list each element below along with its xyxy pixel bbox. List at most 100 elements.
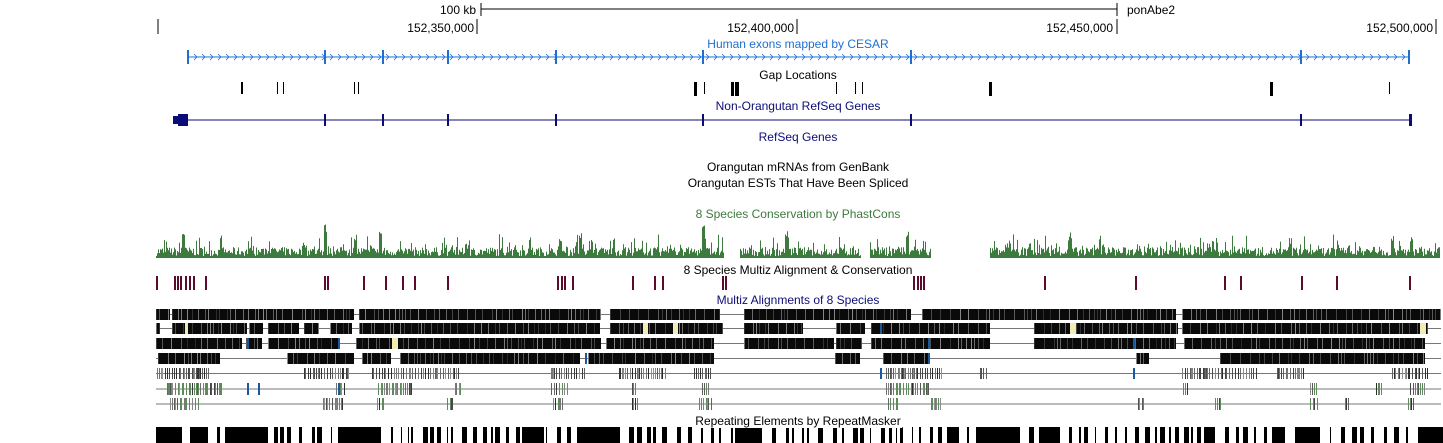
alignment-column — [1109, 323, 1110, 334]
alignment-column — [1243, 368, 1244, 379]
strand-arrow — [489, 53, 494, 61]
alignment-column — [168, 383, 169, 395]
alignment-column — [694, 368, 695, 379]
alignment-column — [928, 383, 929, 395]
alignment-column — [165, 368, 166, 379]
repeat-element — [860, 427, 864, 443]
strand-arrow — [593, 53, 598, 61]
alignment-column — [324, 368, 325, 379]
alignment-column — [219, 309, 220, 320]
alignment-column — [393, 323, 394, 334]
alignment-column — [1393, 309, 1394, 320]
track-title-cesar[interactable]: Human exons mapped by CESAR — [707, 37, 889, 51]
alignment-column — [161, 368, 162, 379]
repeat-element — [331, 427, 332, 443]
alignment-column — [509, 309, 510, 320]
alignment-column — [914, 353, 915, 364]
alignment-column — [1395, 368, 1396, 379]
alignment-column — [692, 338, 693, 349]
alignment-column — [906, 309, 907, 320]
alignment-column — [181, 398, 182, 410]
track-title-multiz-cons[interactable]: 8 Species Multiz Alignment & Conservatio… — [683, 263, 913, 277]
alignment-column — [1422, 338, 1423, 349]
alignment-column — [787, 309, 788, 320]
alignment-column — [239, 338, 240, 349]
track-title-mrna[interactable]: Orangutan mRNAs from GenBank — [706, 160, 890, 174]
strand-arrow — [1385, 53, 1390, 61]
alignment-column — [1321, 309, 1322, 320]
alignment-column — [1370, 353, 1371, 364]
alignment-column — [403, 383, 404, 395]
alignment-block — [268, 338, 339, 349]
alignment-column — [766, 309, 767, 320]
alignment-column — [968, 323, 969, 334]
strand-arrow — [905, 53, 910, 61]
track-title-phastcons[interactable]: 8 Species Conservation by PhastCons — [695, 207, 901, 221]
repeat-element — [1155, 427, 1157, 443]
alignment-column — [214, 383, 215, 395]
track-title-est[interactable]: Orangutan ESTs That Have Been Spliced — [687, 176, 909, 190]
alignment-column — [848, 309, 849, 320]
alignment-column — [1415, 368, 1416, 379]
alignment-column — [551, 368, 552, 379]
repeat-element — [1160, 427, 1165, 443]
alignment-column — [1258, 309, 1259, 320]
alignment-column — [1429, 309, 1430, 320]
alignment-column — [860, 323, 861, 334]
alignment-column — [424, 323, 425, 334]
alignment-column — [200, 353, 201, 364]
track-title-gap[interactable]: Gap Locations — [759, 68, 837, 82]
alignment-column — [167, 368, 168, 379]
alignment-column — [635, 368, 636, 379]
alignment-column — [1235, 368, 1236, 379]
alignment-column — [899, 323, 900, 334]
alignment-gap-fill — [643, 323, 648, 334]
strand-arrow — [345, 53, 350, 61]
alignment-column — [382, 368, 383, 379]
alignment-column — [1291, 323, 1292, 334]
strand-arrow — [969, 53, 974, 61]
alignment-column — [474, 323, 475, 334]
track-title-multiz-align[interactable]: Multiz Alignments of 8 Species — [716, 293, 880, 307]
alignment-column — [1422, 383, 1423, 395]
repeat-element — [976, 427, 1020, 443]
strand-arrow — [281, 53, 286, 61]
alignment-column — [440, 368, 441, 379]
alignment-column — [528, 309, 529, 320]
alignment-column — [1342, 338, 1343, 349]
repeat-element — [647, 427, 651, 443]
track-title-repeatmasker[interactable]: Repeating Elements by RepeatMasker — [693, 414, 903, 428]
alignment-column — [571, 309, 572, 320]
alignment-column — [1139, 398, 1140, 410]
alignment-column — [913, 368, 914, 379]
alignment-column — [1309, 353, 1310, 364]
alignment-column — [412, 368, 413, 379]
alignment-column — [257, 338, 258, 349]
track-title-refseq[interactable]: RefSeq Genes — [758, 130, 838, 144]
alignment-column — [1197, 368, 1198, 379]
alignment-column — [901, 368, 902, 379]
alignment-column — [178, 309, 179, 320]
alignment-column — [623, 338, 624, 349]
alignment-column — [983, 338, 984, 349]
alignment-column — [586, 323, 587, 334]
alignment-column — [184, 353, 185, 364]
repeat-element — [1135, 427, 1139, 443]
alignment-column — [492, 309, 493, 320]
alignment-column — [393, 383, 394, 395]
alignment-column — [410, 383, 411, 395]
alignment-column — [1301, 368, 1302, 379]
strand-arrow — [1153, 53, 1158, 61]
alignment-column — [439, 309, 440, 320]
alignment-column — [924, 353, 925, 364]
alignment-column — [207, 338, 208, 349]
alignment-column — [159, 368, 160, 379]
alignment-column — [559, 368, 560, 379]
alignment-column — [940, 309, 941, 320]
alignment-column — [1231, 323, 1232, 334]
alignment-column — [716, 323, 717, 334]
track-title-non-orangutan-refseq[interactable]: Non-Orangutan RefSeq Genes — [715, 99, 881, 113]
alignment-column — [436, 368, 437, 379]
